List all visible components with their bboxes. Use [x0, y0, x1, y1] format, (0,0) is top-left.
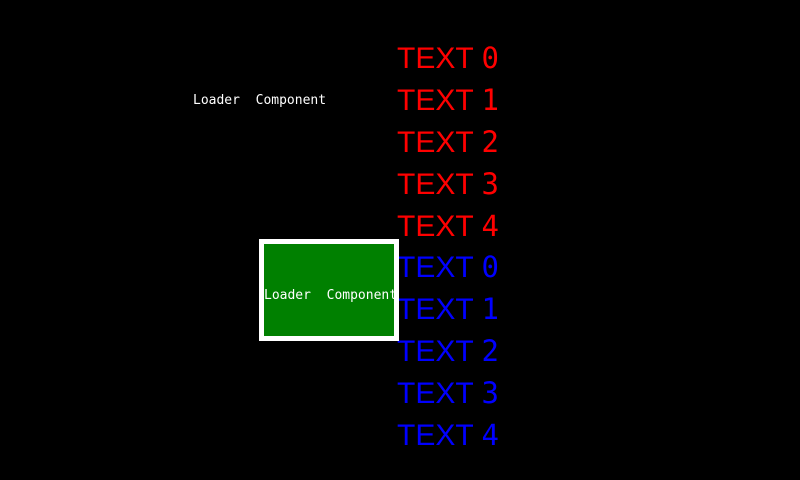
- text-row-label: TEXT: [397, 168, 482, 201]
- text-row: TEXT 3: [397, 163, 499, 205]
- text-row-index: 2: [481, 334, 499, 368]
- text-row: TEXT 4: [397, 205, 499, 247]
- text-row: TEXT 3: [397, 372, 499, 414]
- text-row-index: 0: [481, 250, 499, 284]
- text-row: TEXT 1: [397, 288, 499, 330]
- text-row: TEXT 2: [397, 330, 499, 372]
- text-row-label: TEXT: [397, 42, 482, 75]
- text-row: TEXT 1: [397, 79, 499, 121]
- loader-component-box[interactable]: Loader Component: [259, 239, 399, 341]
- text-row-index: 3: [481, 376, 499, 410]
- text-row-index: 1: [481, 292, 499, 326]
- text-row-label: TEXT: [397, 251, 482, 284]
- text-row: TEXT 0: [397, 37, 499, 79]
- text-row-index: 3: [481, 167, 499, 201]
- text-row-index: 4: [481, 209, 499, 243]
- text-row-index: 1: [481, 83, 499, 117]
- text-row-label: TEXT: [397, 335, 482, 368]
- text-row: TEXT 4: [397, 414, 499, 456]
- loader-box-label: Loader Component: [264, 288, 398, 303]
- text-row-index: 2: [481, 125, 499, 159]
- text-row: TEXT 2: [397, 121, 499, 163]
- text-row-label: TEXT: [397, 419, 482, 452]
- text-row-label: TEXT: [397, 126, 482, 159]
- text-row: TEXT 0: [397, 246, 499, 288]
- text-row-label: TEXT: [397, 84, 482, 117]
- loader-component-label: Loader Component: [193, 93, 327, 108]
- text-row-label: TEXT: [397, 293, 482, 326]
- text-row-index: 0: [481, 41, 499, 75]
- text-row-index: 4: [481, 418, 499, 452]
- text-row-label: TEXT: [397, 210, 482, 243]
- text-row-label: TEXT: [397, 377, 482, 410]
